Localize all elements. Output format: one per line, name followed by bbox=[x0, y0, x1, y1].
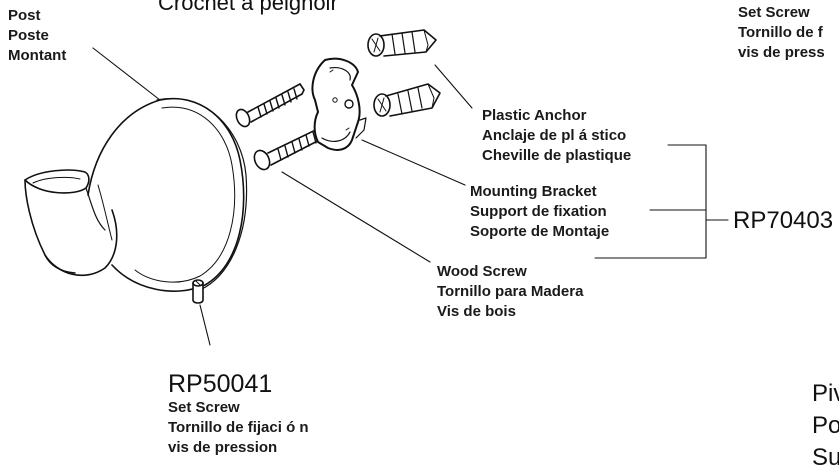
plastic-anchor-label: Plastic Anchor Anclaje de pl á stico Che… bbox=[482, 106, 631, 166]
set-screw-label: Set Screw Tornillo de fijaci ó n vis de … bbox=[168, 398, 309, 458]
top-right-set-screw-label: Set Screw Tornillo de f vis de press bbox=[738, 3, 825, 63]
wood-screw-upper bbox=[235, 83, 305, 128]
mounting-bracket-en: Mounting Bracket bbox=[470, 183, 597, 200]
set-screw-part bbox=[192, 279, 204, 304]
plastic-anchor-en: Plastic Anchor bbox=[482, 107, 587, 124]
robe-hook-post bbox=[24, 97, 248, 292]
post-label-es: Poste bbox=[8, 27, 49, 44]
leader-wood-screw bbox=[281, 171, 431, 263]
wood-screw-fr: Vis de bois bbox=[437, 303, 516, 320]
set-screw-part-number: RP50041 bbox=[168, 370, 273, 398]
mounting-bracket-label: Mounting Bracket Support de fixation Sop… bbox=[470, 182, 609, 242]
post-label-fr: Montant bbox=[8, 47, 67, 64]
pivot-fr: Po bbox=[812, 412, 839, 439]
plastic-anchor-es: Anclaje de pl á stico bbox=[482, 127, 627, 144]
top-right-set-screw-fr: vis de press bbox=[738, 44, 825, 61]
wood-screw-es: Tornillo para Madera bbox=[437, 283, 584, 300]
exploded-parts-diagram bbox=[24, 29, 729, 346]
wood-screw-label: Wood Screw Tornillo para Madera Vis de b… bbox=[437, 262, 583, 322]
top-right-set-screw-es: Tornillo de f bbox=[738, 24, 823, 41]
pivot-label-fragment: Piv Po Su bbox=[812, 378, 839, 474]
mounting-bracket-es: Soporte de Montaje bbox=[470, 223, 610, 240]
plastic-anchor-upper bbox=[367, 29, 437, 57]
mounting-bracket-fr: Support de fixation bbox=[470, 203, 607, 220]
leader-plastic-anchor bbox=[434, 64, 473, 109]
plastic-anchor-lower bbox=[373, 83, 441, 117]
pivot-es: Su bbox=[812, 444, 839, 471]
set-screw-es: Tornillo de fijaci ó n bbox=[168, 419, 309, 436]
leader-post bbox=[92, 47, 161, 101]
set-screw-en: Set Screw bbox=[168, 399, 240, 416]
leader-mounting-bracket bbox=[361, 139, 466, 186]
top-right-set-screw-en: Set Screw bbox=[738, 4, 810, 21]
plastic-anchor-fr: Cheville de plastique bbox=[482, 147, 632, 164]
post-label: Post Poste Montant bbox=[8, 6, 66, 66]
kit-part-number: RP70403 bbox=[733, 207, 834, 234]
leader-set-screw bbox=[199, 304, 211, 346]
page-title-fragment: Crochet à peignoir bbox=[158, 0, 338, 15]
wood-screw-en: Wood Screw bbox=[437, 263, 527, 280]
post-label-en: Post bbox=[8, 7, 41, 24]
pivot-en: Piv bbox=[812, 380, 839, 407]
set-screw-fr: vis de pression bbox=[168, 439, 278, 456]
bracket-kit bbox=[594, 144, 707, 259]
mounting-bracket bbox=[311, 57, 367, 151]
